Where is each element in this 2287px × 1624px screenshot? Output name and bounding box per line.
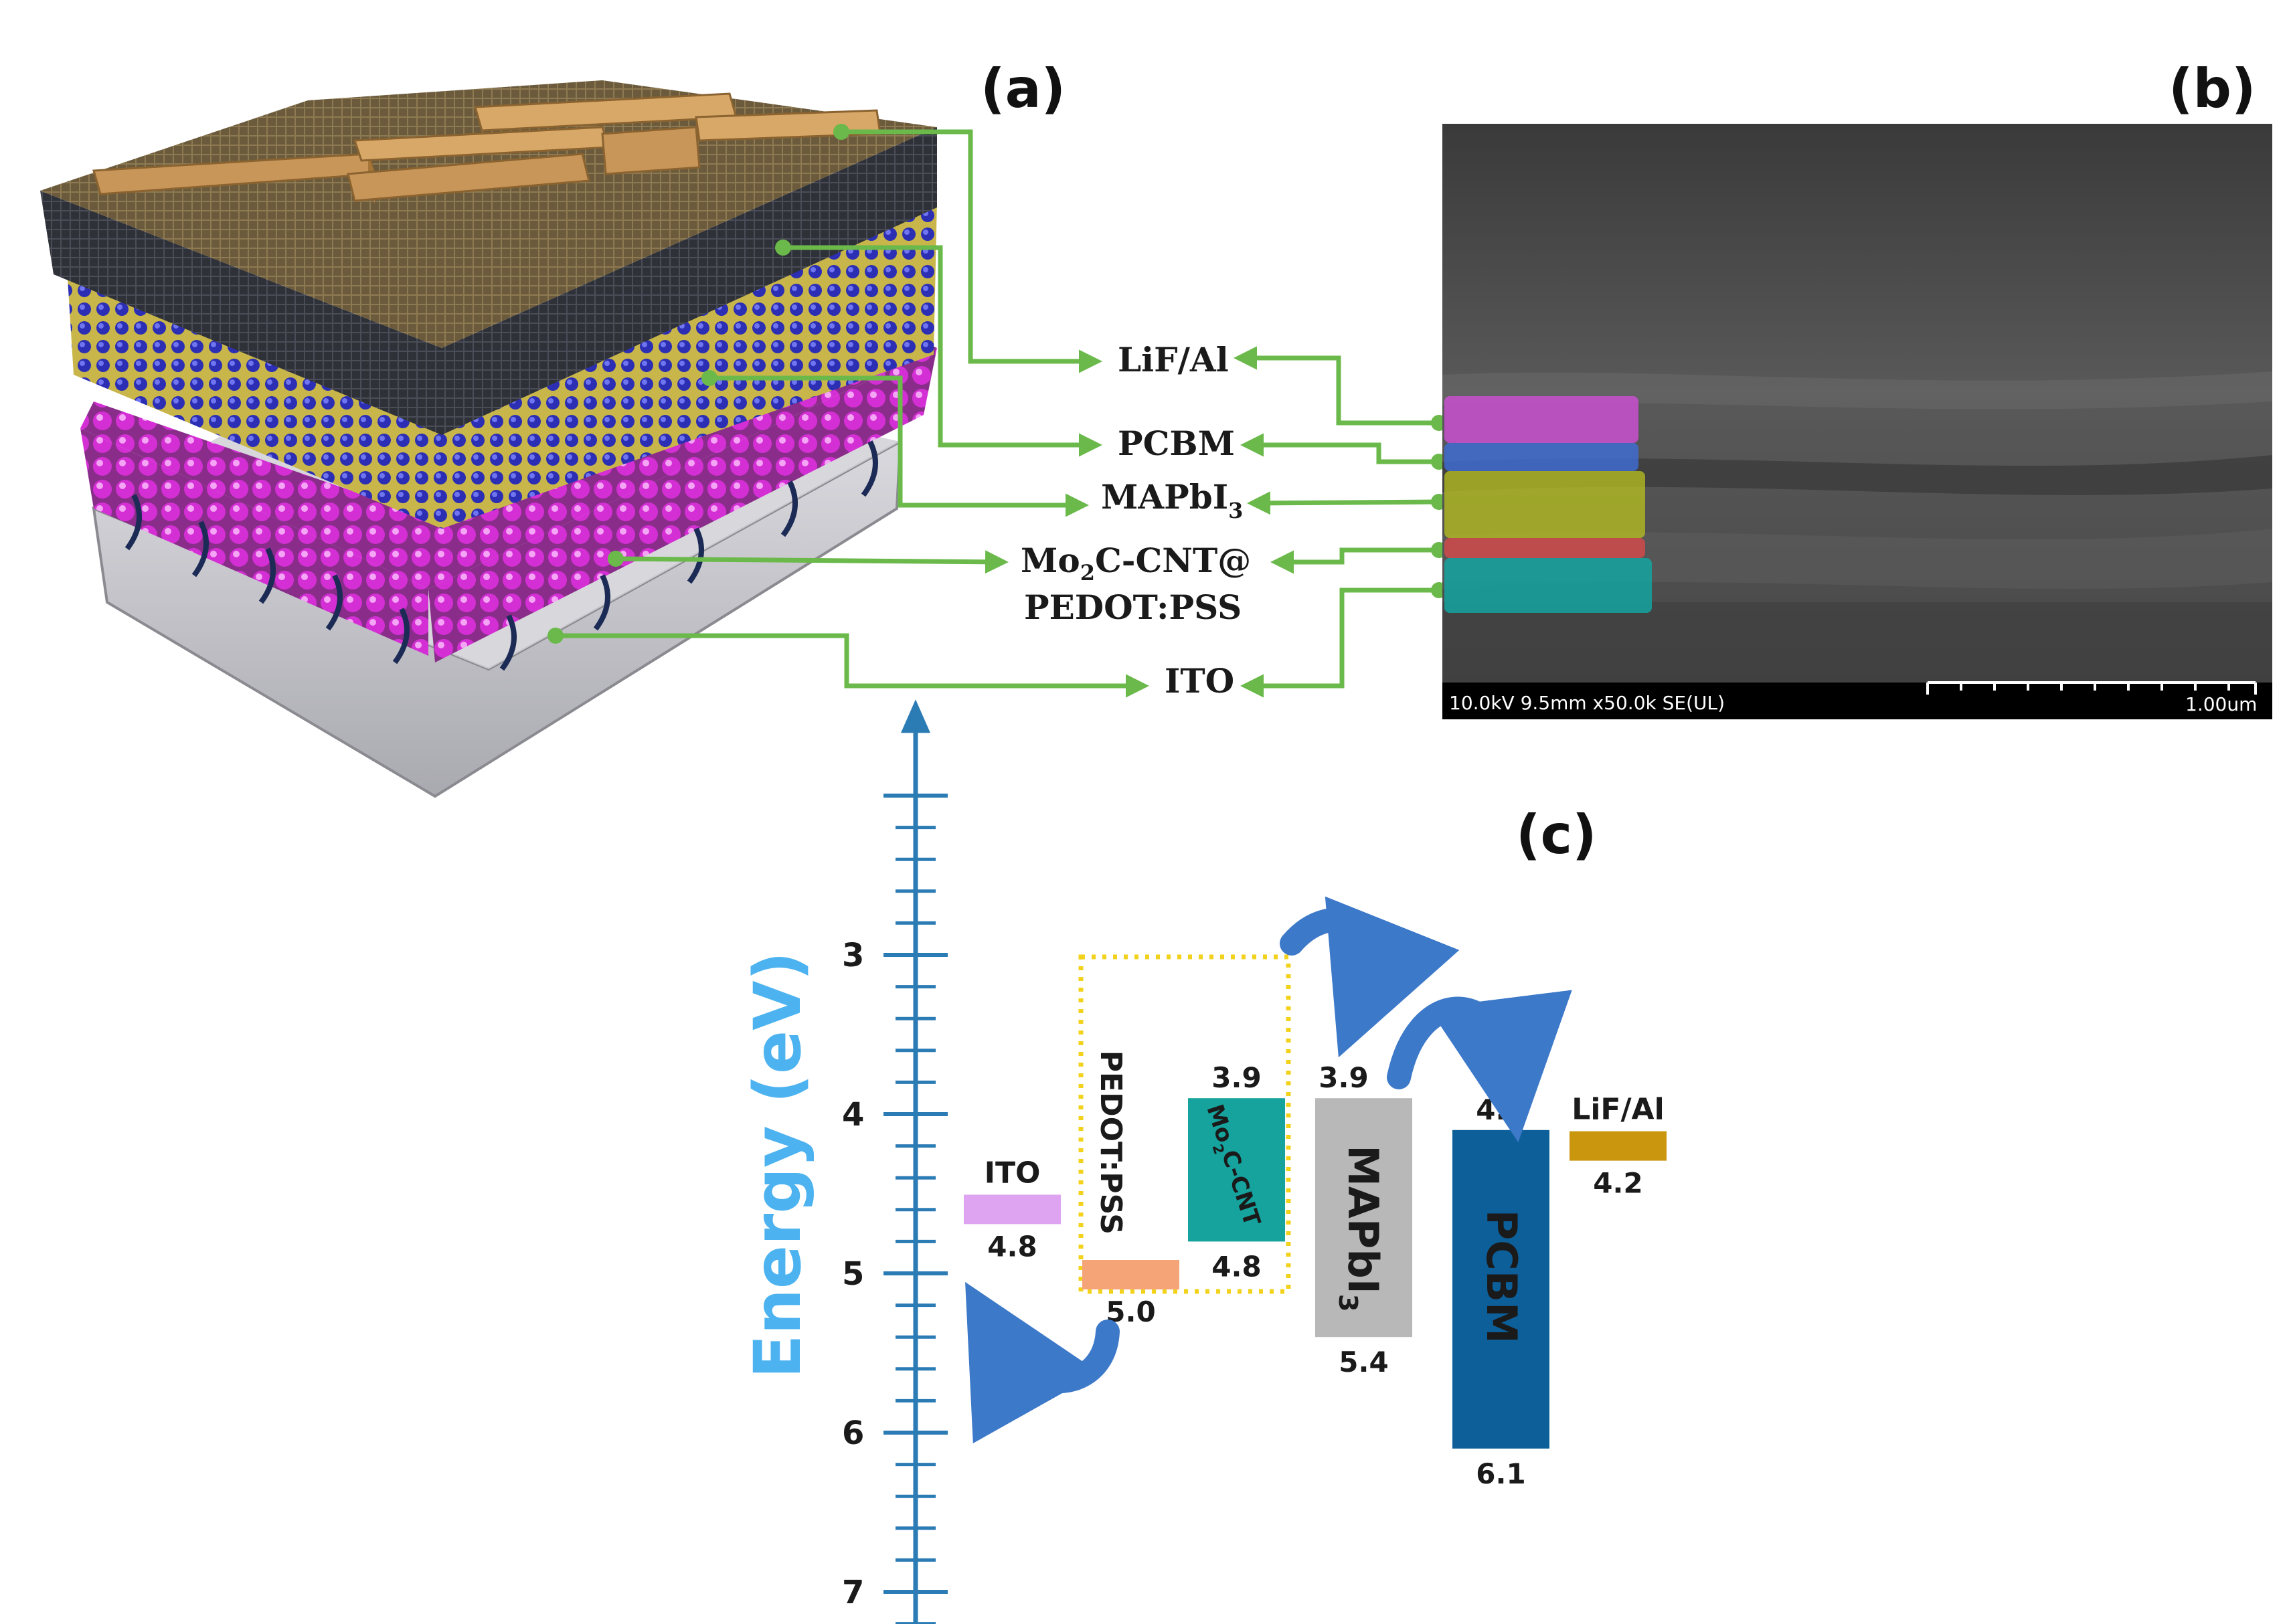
- svg-text:LiF/Al: LiF/Al: [1118, 340, 1229, 379]
- panel-label-a: (a): [981, 58, 1066, 120]
- hole-transport-dotted-box: [1078, 954, 1291, 1294]
- band-top-level-mo2c: 3.9: [1211, 1061, 1261, 1094]
- connector-right-pcbm: [1240, 433, 1439, 464]
- arrow-mo2c-to-mapbi3: [1280, 896, 1460, 1058]
- sem-overlay-pcbm: [1444, 443, 1638, 471]
- arrow-pedot-to-ito: [964, 1281, 1120, 1444]
- sem-info-bar: [1442, 683, 2272, 719]
- energy-axis-title: Energy (eV): [740, 952, 815, 1378]
- band-bar-mo2c: [1188, 1098, 1285, 1242]
- sem-scale-bar: [1926, 681, 2257, 695]
- band-mapbi: 3.9 5.4 MAPbI3: [1315, 1061, 1412, 1378]
- band-bar-pedot: [1082, 1260, 1179, 1289]
- energy-axis-arrowhead: [901, 699, 930, 733]
- sem-overlay-mo2c: [1444, 538, 1645, 558]
- energy-tick-label: 7: [842, 1574, 864, 1611]
- sem-overlay-lif: [1444, 396, 1638, 443]
- sem-info-text: 10.0kV 9.5mm x50.0k SE(UL): [1449, 692, 1725, 714]
- device-schematic: [40, 80, 937, 798]
- energy-axis: 3 4 5 6 7: [842, 699, 948, 1624]
- sem-image: 10.0kV 9.5mm x50.0k SE(UL) 1.00um: [1442, 124, 2272, 719]
- lif-al-electrodes: [92, 92, 881, 204]
- band-pcbm: 4.1 6.1 PCBM: [1452, 1093, 1549, 1490]
- band-name-lif: LiF/Al: [1572, 1093, 1664, 1127]
- connector-right-lif: [1234, 346, 1439, 426]
- layer-label-lif: LiF/Al: [1118, 340, 1229, 379]
- band-bar-pcbm: [1452, 1130, 1549, 1449]
- connector-left-ito: [556, 633, 1149, 698]
- arrow-mapbi3-to-pcbm: [1387, 990, 1572, 1143]
- connector-right-ito: [1240, 588, 1439, 698]
- svg-text:ITO: ITO: [1165, 661, 1234, 701]
- band-top-level-mapbi: 3.9: [1319, 1061, 1368, 1094]
- layer-label-mapbi3: MAPbI3: [1101, 477, 1243, 523]
- band-lif: 4.2 LiF/Al: [1570, 1093, 1667, 1200]
- energy-tick-label: 5: [842, 1255, 864, 1293]
- band-bar-lif: [1570, 1131, 1667, 1161]
- band-name-pcbm: PCBM: [1477, 1210, 1526, 1344]
- layer-label-ito: ITO: [1165, 661, 1234, 701]
- band-top-level-pcbm: 4.1: [1476, 1093, 1525, 1126]
- connector-left-pcbm: [783, 245, 1102, 457]
- charge-transfer-arrows: [964, 896, 1572, 1444]
- band-name-mapbi3: MAPbI3: [1333, 1145, 1387, 1312]
- band-bottom-level-mapbi: 5.4: [1339, 1346, 1388, 1378]
- panel-label-c: (c): [1516, 804, 1597, 866]
- band-bottom-level-pcbm: 6.1: [1476, 1457, 1525, 1490]
- band-level-ito: 4.8: [987, 1230, 1037, 1263]
- band-ito: 4.8 ITO: [964, 1156, 1061, 1263]
- connector-left-mapbi3: [709, 375, 1089, 517]
- energy-tick-label: 6: [842, 1415, 864, 1452]
- svg-text:PCBM: PCBM: [1118, 424, 1235, 463]
- sem-overlay-mapbi3: [1444, 471, 1645, 538]
- band-bottom-level-mo2c: 4.8: [1211, 1250, 1261, 1283]
- svg-text:MAPbI3: MAPbI3: [1101, 477, 1243, 523]
- sem-layer-overlays: [1444, 396, 1652, 613]
- band-level-lif: 4.2: [1593, 1167, 1642, 1200]
- layer-label-pcbm: PCBM: [1118, 424, 1235, 463]
- band-name-pedot: PEDOT:PSS: [1094, 1051, 1128, 1235]
- connector-right-mapbi3: [1247, 491, 1440, 515]
- mo2c-cnt-pedot-layer: [80, 335, 937, 671]
- sem-overlay-ito: [1444, 558, 1652, 613]
- band-name-ito: ITO: [985, 1156, 1041, 1190]
- band-bar-ito: [964, 1194, 1061, 1225]
- connector-right-mo2c: [1270, 547, 1439, 574]
- band-bar-mapbi: [1315, 1098, 1412, 1338]
- mapbi3-perovskite-layer: [67, 201, 937, 529]
- connector-arrows: [547, 124, 1447, 698]
- panel-label-b: (b): [2169, 58, 2256, 120]
- layer-label-mo2c-pedot: Mo2C-CNT@ PEDOT:PSS: [1021, 541, 1251, 627]
- pcbm-layer: [40, 80, 937, 435]
- energy-tick-label: 4: [842, 1096, 864, 1134]
- svg-text:PEDOT:PSS: PEDOT:PSS: [1024, 588, 1242, 627]
- sem-scale-text: 1.00um: [2185, 693, 2257, 715]
- svg-text:Mo2C-CNT@: Mo2C-CNT@: [1021, 541, 1251, 585]
- energy-tick-label: 3: [842, 937, 864, 974]
- connector-left-mo2c: [615, 550, 1009, 574]
- connector-left-lif: [841, 129, 1102, 373]
